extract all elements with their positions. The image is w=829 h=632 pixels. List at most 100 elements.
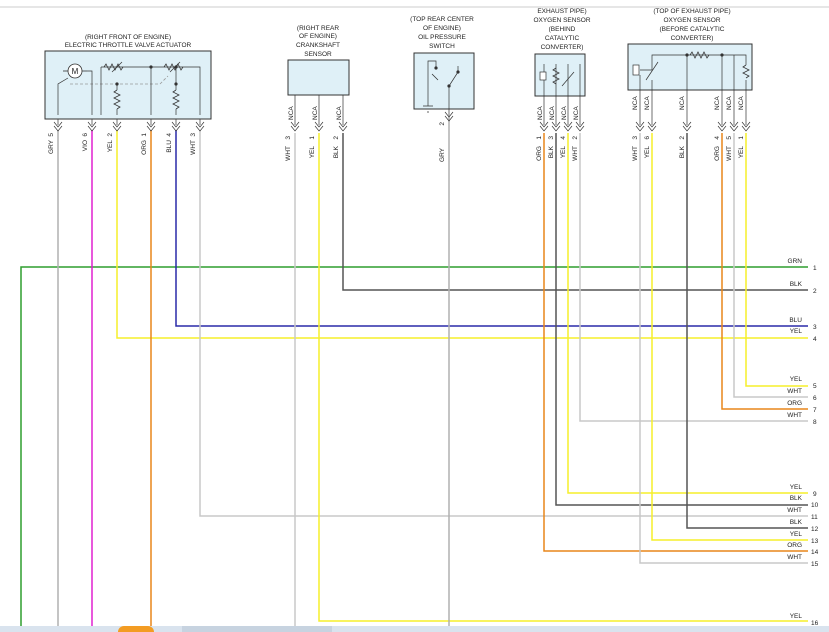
throttle-actuator: (RIGHT FRONT OF ENGINE) ELECTRIC THROTTL… xyxy=(44,34,212,155)
o2-after-pin-color: BLK xyxy=(548,145,555,158)
o2-before-pin-nca: NCA xyxy=(738,96,745,110)
wire-15-wht xyxy=(639,133,808,564)
wire-6-wht xyxy=(733,133,808,398)
throttle-name: ELECTRIC THROTTLE VALVE ACTUATOR xyxy=(65,42,192,49)
throttle-pin-number: 5 xyxy=(48,133,55,137)
o2-after-pin-nca: NCA xyxy=(561,106,568,120)
crank-location-1: (RIGHT REAR xyxy=(297,25,339,32)
crank-pin-nca: NCA xyxy=(312,106,319,120)
wire-2-number: 2 xyxy=(813,288,817,295)
o2-before-pin-nca: NCA xyxy=(644,96,651,110)
wires-group xyxy=(20,115,808,632)
o2-after-pin-number: 1 xyxy=(536,136,543,140)
throttle-pin-number: 6 xyxy=(82,133,89,137)
wire-5-number: 5 xyxy=(813,383,817,390)
throttle-pin-number: 3 xyxy=(190,133,197,137)
bottom-toolbar-segment xyxy=(182,626,332,632)
o2-before-pin-nca: NCA xyxy=(726,96,733,110)
o2-after-pin-number: 3 xyxy=(548,136,555,140)
o2-before-pin-number: 6 xyxy=(644,136,651,140)
o2-after-pin-color: YEL xyxy=(560,146,567,159)
crank-box xyxy=(287,59,350,96)
crank-pin-color: YEL xyxy=(309,146,316,159)
o2-after-pin-color: WHT xyxy=(572,146,579,161)
oil-pin-number: 2 xyxy=(439,122,446,126)
wire-7-color-label: ORG xyxy=(787,400,802,407)
wire-10-color-label: BLK xyxy=(790,495,803,502)
o2-before-pin-color: WHT xyxy=(726,146,733,161)
o2-after-line-1: EXHAUST PIPE) xyxy=(537,8,586,15)
wire-10-blk xyxy=(555,133,808,506)
o2-before-pin-color: BLK xyxy=(679,145,686,158)
wire-3-number: 3 xyxy=(813,324,817,331)
wire-12-color-label: BLK xyxy=(790,519,803,526)
throttle-pin-color: GRY xyxy=(48,139,55,154)
o2-after-line-2: OXYGEN SENSOR xyxy=(533,17,590,24)
resistor-icon xyxy=(689,51,710,59)
o2-after-pin-nca: NCA xyxy=(549,106,556,120)
resistor-icon xyxy=(742,64,750,79)
o2-before-pin-color: WHT xyxy=(632,146,639,161)
o2-before-line-2: OXYGEN SENSOR xyxy=(663,17,720,24)
resistor-icon xyxy=(113,89,121,110)
throttle-pin-color: WHT xyxy=(190,140,197,155)
wire-10-number: 10 xyxy=(811,502,819,509)
wire-9-number: 9 xyxy=(813,491,817,498)
wire-13-number: 13 xyxy=(811,538,819,545)
wire-8-wht xyxy=(579,133,808,422)
crank-pin-number: 1 xyxy=(309,136,316,140)
connector-icon xyxy=(635,121,751,132)
o2-after-pin-nca: NCA xyxy=(573,106,580,120)
wire-7-number: 7 xyxy=(813,407,817,414)
wire-8-number: 8 xyxy=(813,419,817,426)
wire-14-number: 14 xyxy=(811,549,819,556)
wire-1-number: 1 xyxy=(813,265,817,272)
o2-after-pin-number: 4 xyxy=(560,136,567,140)
crank-pin-number: 3 xyxy=(285,136,292,140)
connector-icon xyxy=(539,121,585,132)
oil-location-1: (TOP REAR CENTER xyxy=(410,16,474,23)
oxygen-sensor-before-cat: (TOP OF EXHAUST PIPE) OXYGEN SENSOR (BEF… xyxy=(627,8,753,161)
wire-9-yel xyxy=(567,133,808,494)
throttle-pin-number: 2 xyxy=(107,133,114,137)
wire-12-blk xyxy=(686,133,808,529)
crank-pin-color: BLK xyxy=(333,145,340,158)
mechanical-link xyxy=(70,75,169,85)
oil-location-2: OF ENGINE) xyxy=(423,25,461,32)
wire-4-number: 4 xyxy=(813,336,817,343)
crank-name-2: SENSOR xyxy=(304,51,332,58)
wire-3-blu xyxy=(175,130,808,327)
o2-after-line-4: CATALYTIC xyxy=(545,35,580,42)
o2-before-pin-number: 2 xyxy=(679,136,686,140)
wire-15-number: 15 xyxy=(811,561,819,568)
wire-11-color-label: WHT xyxy=(787,507,802,514)
o2-before-pin-color: YEL xyxy=(644,146,651,159)
wire-16-color-label: YEL xyxy=(790,613,803,620)
wire-3-color-label: BLU xyxy=(789,317,802,324)
ground-icon xyxy=(423,105,433,113)
wire-13-color-label: YEL xyxy=(790,531,803,538)
throttle-pin-color: VIO xyxy=(82,140,89,151)
o2-before-pin-number: 5 xyxy=(726,136,733,140)
oil-pressure-switch: (TOP REAR CENTER OF ENGINE) OIL PRESSURE… xyxy=(410,16,475,162)
wire-7-org xyxy=(721,133,808,410)
o2-before-line-4: CONVERTER) xyxy=(671,35,714,42)
wire-16-number: 16 xyxy=(811,620,819,627)
throttle-pin-color: BLU xyxy=(166,140,173,153)
wire-2-blk xyxy=(342,133,808,291)
heater-icon xyxy=(632,64,640,76)
o2-after-pin-nca: NCA xyxy=(537,106,544,120)
wire-2-color-label: BLK xyxy=(790,281,803,288)
connector-icon xyxy=(444,111,454,122)
o2-after-line-5: CONVERTER) xyxy=(541,44,584,51)
wire-4-yel xyxy=(116,130,808,339)
oil-pin-color: GRY xyxy=(439,147,446,162)
o2-before-line-3: (BEFORE CATALYTIC xyxy=(659,26,724,33)
wire-9-color-label: YEL xyxy=(790,484,803,491)
resistor-icon xyxy=(552,67,560,85)
motor-label: M xyxy=(72,67,79,76)
throttle-pin-number: 4 xyxy=(166,133,173,137)
wire-1-grn xyxy=(20,266,808,632)
wire-1-color-label: GRN xyxy=(788,258,803,265)
